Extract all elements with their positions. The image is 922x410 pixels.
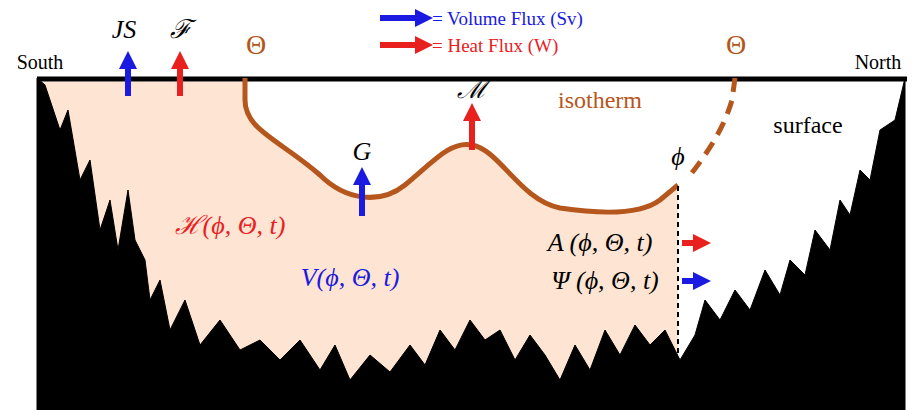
direction-label: South — [17, 52, 64, 72]
transport-symbol: A (ϕ, Θ, t) — [548, 230, 653, 256]
flux-symbol: JS — [112, 17, 137, 43]
temperature-symbol: Θ — [726, 31, 746, 59]
heat-content-symbol: ℋ(ϕ, Θ, t) — [175, 213, 286, 239]
surface-label: surface — [773, 113, 842, 137]
legend-text: = Heat Flux (W) — [432, 36, 558, 55]
isotherm-dashed — [688, 78, 735, 178]
direction-label: North — [855, 52, 902, 72]
legend-text: = Volume Flux (Sv) — [432, 9, 583, 28]
temperature-symbol: Θ — [246, 31, 266, 59]
section-line — [677, 186, 679, 368]
volume-symbol: V(ϕ, Θ, t) — [301, 265, 400, 291]
volume-arrow — [359, 176, 365, 216]
legend-volume-arrow — [380, 15, 424, 21]
isotherm-label: isotherm — [558, 88, 642, 112]
latitude-symbol: ϕ — [671, 144, 684, 170]
transport-symbol: Ψ (ϕ, Θ, t) — [551, 268, 659, 294]
flux-symbol: G — [353, 139, 372, 165]
legend-heat-arrow — [380, 42, 424, 48]
volume-arrow — [125, 60, 131, 96]
volume-arrow — [682, 278, 702, 284]
heat-arrow — [177, 60, 183, 96]
isotherm-line — [245, 78, 678, 212]
heat-arrow — [469, 112, 475, 150]
flux-symbol: ℳ — [457, 77, 487, 103]
flux-symbol: ℱ — [170, 17, 191, 43]
seafloor — [37, 78, 905, 410]
heat-arrow — [682, 240, 702, 246]
